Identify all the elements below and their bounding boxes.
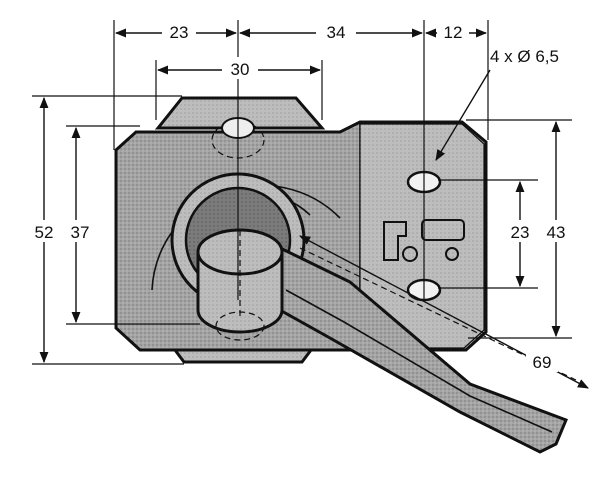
- dim-overall-height: 52: [35, 223, 54, 242]
- hole-callout: 4 x Ø 6,5: [490, 47, 559, 66]
- dim-lever-length: 69: [533, 353, 552, 372]
- dim-body-height: 37: [71, 223, 90, 242]
- top-bracket: [154, 96, 326, 130]
- dim-right-height: 43: [547, 223, 566, 242]
- clamp-part: [114, 96, 577, 454]
- bottom-hole-hidden: [215, 311, 265, 341]
- dim-bracket-width: 30: [231, 60, 250, 79]
- dimension-labels: 23 34 12 30 4 x Ø 6,5 52 37 23 43 69: [28, 20, 572, 372]
- dim-top-middle: 34: [327, 23, 346, 42]
- dim-hole-spacing: 23: [511, 223, 530, 242]
- dim-top-right: 12: [444, 23, 463, 42]
- dim-top-left: 23: [170, 23, 189, 42]
